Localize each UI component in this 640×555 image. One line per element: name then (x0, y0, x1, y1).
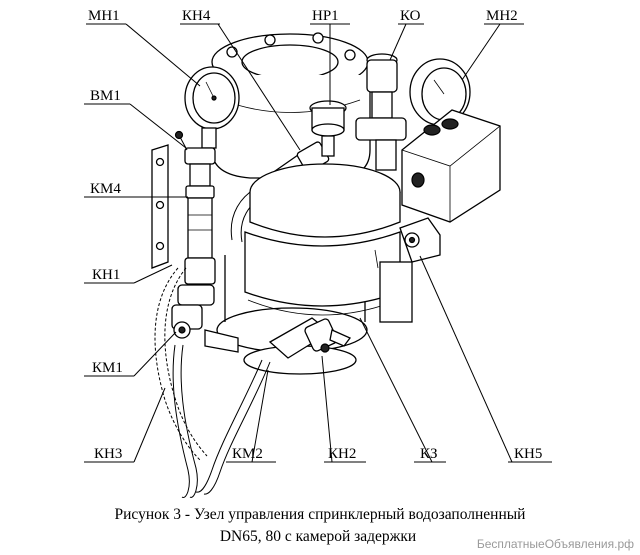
delay-chamber-kz (244, 163, 401, 316)
label-km2: КМ2 (232, 446, 263, 462)
valve-kn2 (268, 317, 352, 359)
label-kn1: КН1 (92, 267, 120, 283)
label-kz: КЗ (420, 446, 438, 462)
watermark: БесплатныеОбъявления.рф (477, 537, 634, 551)
leader-lines (84, 23, 552, 463)
junction-box (401, 109, 501, 223)
label-kn2: КН2 (328, 446, 356, 462)
valve-ko (355, 53, 407, 171)
label-mn1: МН1 (88, 8, 120, 24)
label-kn3: КН3 (94, 446, 122, 462)
part-labels: МН1 КН4 НР1 КО МН2 ВМ1 КМ4 КН1 КМ1 КН3 К… (88, 8, 542, 462)
label-ko: КО (400, 8, 421, 24)
valve-kn1 (171, 284, 239, 353)
regulator-np1 (309, 100, 347, 157)
pressure-gauge-mn2 (409, 58, 471, 126)
pressure-gauge-mn1 (184, 66, 240, 149)
side-plate (151, 144, 169, 269)
caption-line-1: Рисунок 3 - Узел управления спринклерный… (115, 506, 526, 523)
label-km1: КМ1 (92, 360, 123, 376)
label-np1: НР1 (312, 8, 339, 24)
valve-vm1 (174, 130, 216, 285)
label-kn4: КН4 (182, 8, 211, 24)
label-kn5: КН5 (514, 446, 542, 462)
valve-kn5 (379, 217, 441, 323)
label-km4: КМ4 (90, 181, 121, 197)
label-vm1: ВМ1 (90, 88, 121, 104)
caption-line-2: DN65, 80 с камерой задержки (220, 528, 416, 545)
corrugated-hoses (154, 267, 271, 498)
label-mn2: МН2 (486, 8, 518, 24)
